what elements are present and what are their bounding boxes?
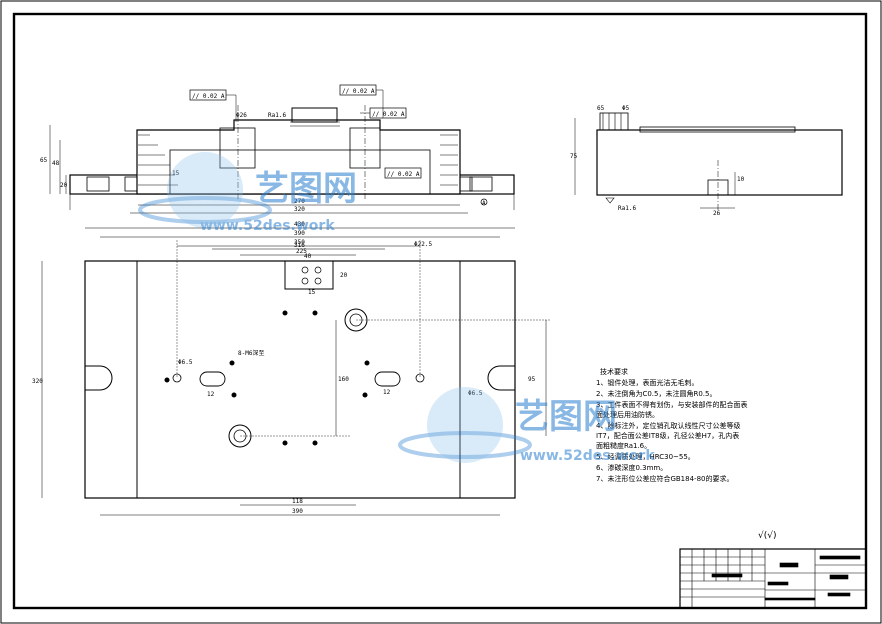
side-dim-bottom: 26 bbox=[713, 210, 721, 217]
plan-slot-left: 12 bbox=[207, 391, 215, 398]
dim-dia: Φ26 bbox=[236, 112, 247, 119]
plan-dim-right-height: 95 bbox=[528, 376, 536, 383]
plan-dim-w3: 350 bbox=[294, 239, 305, 246]
side-dim-small: 10 bbox=[737, 176, 745, 183]
plan-dim-top-2: 20 bbox=[340, 272, 348, 279]
plan-hole-note: 8-M6深至 bbox=[238, 349, 264, 357]
dim-height-2: 48 bbox=[52, 160, 60, 167]
dim-width-1: 270 bbox=[294, 198, 305, 205]
gdt-2: // 0.02 A bbox=[342, 88, 375, 95]
plan-dim-top-3: 15 bbox=[308, 289, 316, 296]
side-roughness: Ra1.6 bbox=[618, 205, 636, 212]
dim-height-3: 20 bbox=[60, 182, 68, 189]
side-view bbox=[574, 112, 843, 210]
notes-line-10: 7、未注形位公差应符合GB184-80的要求。 bbox=[596, 474, 733, 483]
plan-dim-w2: 390 bbox=[294, 230, 305, 237]
notes-line-1: 1、锻件处理，表面光洁无毛刺。 bbox=[596, 378, 698, 387]
side-dim-right: Φ5 bbox=[622, 105, 630, 112]
plan-dim-left-height: 320 bbox=[32, 378, 43, 385]
notes-line-7: 面粗糙度Ra1.6。 bbox=[596, 441, 651, 450]
notes-line-8: 5、经调质处理，HRC30~55。 bbox=[596, 452, 695, 461]
roughness-top: Ra1.6 bbox=[268, 112, 286, 119]
inner-frame bbox=[12, 12, 868, 610]
notes-line-9: 6、渗碳深度0.3mm。 bbox=[596, 463, 667, 472]
notes-line-6: IT7，配合面公差IT8级，孔径公差H7，孔内表 bbox=[596, 431, 739, 440]
side-dim-left: 65 bbox=[597, 105, 605, 112]
notes-heading: 技术要求 bbox=[600, 367, 628, 376]
front-section-view bbox=[49, 84, 515, 214]
plan-dim-bottom-2: 390 bbox=[292, 508, 303, 515]
title-block bbox=[679, 548, 867, 609]
watermark-brand-top: 艺图网 bbox=[255, 169, 357, 209]
gdt-4: // 0.02 A bbox=[387, 171, 420, 178]
gdt-3: // 0.02 A bbox=[372, 111, 405, 118]
notes-line-3: 3、工件表面不得有划伤，与安装部件的配合面表 bbox=[596, 400, 747, 409]
watermark-top: 艺图网 www.52des.work bbox=[138, 152, 357, 234]
plan-dim-w5: 225 bbox=[296, 248, 307, 255]
plan-view bbox=[41, 227, 550, 516]
roughness-symbol: √(√) bbox=[758, 530, 777, 541]
notes-line-2: 2、未注倒角为C0.5，未注圆角R0.5。 bbox=[596, 389, 716, 398]
datum-a: A bbox=[482, 200, 486, 207]
plan-dim-w6: Φ22.5 bbox=[414, 241, 432, 248]
dim-height-1: 65 bbox=[40, 157, 48, 164]
gdt-1: // 0.02 A bbox=[192, 93, 225, 100]
watermark-brand-bottom: 艺图网 bbox=[515, 397, 617, 437]
watermark-bottom: 艺图网 www.52des.work bbox=[398, 387, 655, 464]
watermark-url-bottom: www.52des.work bbox=[520, 448, 655, 464]
technical-notes: 技术要求 1、锻件处理，表面光洁无毛刺。 2、未注倒角为C0.5，未注圆角R0.… bbox=[596, 367, 747, 483]
watermark-url-top: www.52des.work bbox=[200, 218, 335, 234]
plan-dim-bottom-1: 118 bbox=[292, 498, 303, 505]
dim-height-4: 15 bbox=[172, 170, 180, 177]
plan-hole-left: Φ6.5 bbox=[178, 359, 193, 366]
plan-dim-top-1: 40 bbox=[304, 253, 312, 260]
plan-slot-right: 12 bbox=[383, 389, 391, 396]
notes-line-4: 面处理后用油防锈。 bbox=[596, 410, 659, 419]
plan-hole-right: Φ6.5 bbox=[468, 390, 483, 397]
plan-dim-w4: 316 bbox=[294, 242, 305, 249]
dim-width-2: 320 bbox=[294, 206, 305, 213]
side-dim-height: 75 bbox=[570, 153, 578, 160]
plan-dim-center-height: 160 bbox=[338, 376, 349, 383]
plan-dim-w1: 430 bbox=[294, 221, 305, 228]
notes-line-5: 4、除标注外，定位销孔取认线性尺寸公差等级 bbox=[596, 421, 740, 430]
